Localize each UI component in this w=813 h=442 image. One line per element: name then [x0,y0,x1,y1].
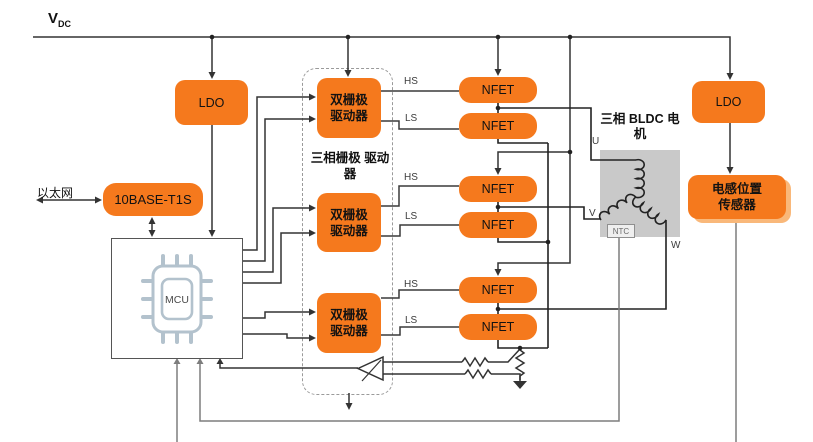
sense-resistor-top [461,356,489,368]
vdc-label: VDC [48,10,72,29]
hs-label-2: HS [404,172,418,183]
hs-label-3: HS [404,279,418,290]
nfet-block-u-hs: NFET [459,77,537,103]
current-sense-amp-icon [356,355,384,382]
gate-driver-block-2: 双栅极 驱动器 [317,193,381,252]
mcu-driver-control-lines [241,96,309,339]
motor-title: 三相 BLDC 电机 [600,112,680,141]
phase-v-label: V [589,208,596,219]
shunt-resistor [514,348,526,381]
ethernet-label: 以太网 [37,186,74,200]
nfet-block-v-hs: NFET [459,176,537,202]
interface-arrows-lines [42,199,350,403]
inductive-position-sensor-block: 电感位置 传感器 [688,175,786,219]
hs-label-1: HS [404,76,418,87]
nfet-block-w-hs: NFET [459,277,537,303]
nfet-block-v-ls: NFET [459,212,537,238]
ldo-right-block: LDO [692,81,765,123]
arrowheads-dark [36,69,734,410]
arrowheads-gray [173,358,204,364]
sense-resistor-bottom [464,368,492,380]
ntc-sense-line [199,237,620,422]
phase-w-label: W [671,240,681,251]
motor-winding-coils [598,158,667,225]
nfet-block-w-ls: NFET [459,314,537,340]
junction-dots [209,34,573,351]
gate-driver-group-label: 三相栅极 驱动器 [310,151,390,181]
ls-label-3: LS [405,315,418,326]
ls-label-2: LS [405,211,418,222]
gate-driver-block-1: 双栅极 驱动器 [317,78,381,138]
mcu-block: MCU [111,238,243,359]
ldo-left-block: LDO [175,80,248,125]
feedback-gray-lines [176,219,737,442]
phase-u-label: U [592,136,600,147]
nfet-block-u-ls: NFET [459,113,537,139]
10base-t1s-block: 10BASE-T1S [103,183,203,216]
gate-driver-block-3: 双栅极 驱动器 [317,293,381,353]
ls-label-1: LS [405,113,418,124]
mcu-chip-icon: MCU [141,253,213,344]
ground-symbol [513,381,527,389]
mcu-label: MCU [165,294,189,306]
driver-gate-output-lines [381,90,459,336]
ntc-thermistor: NTC [607,224,635,238]
current-sense-network [219,348,526,381]
